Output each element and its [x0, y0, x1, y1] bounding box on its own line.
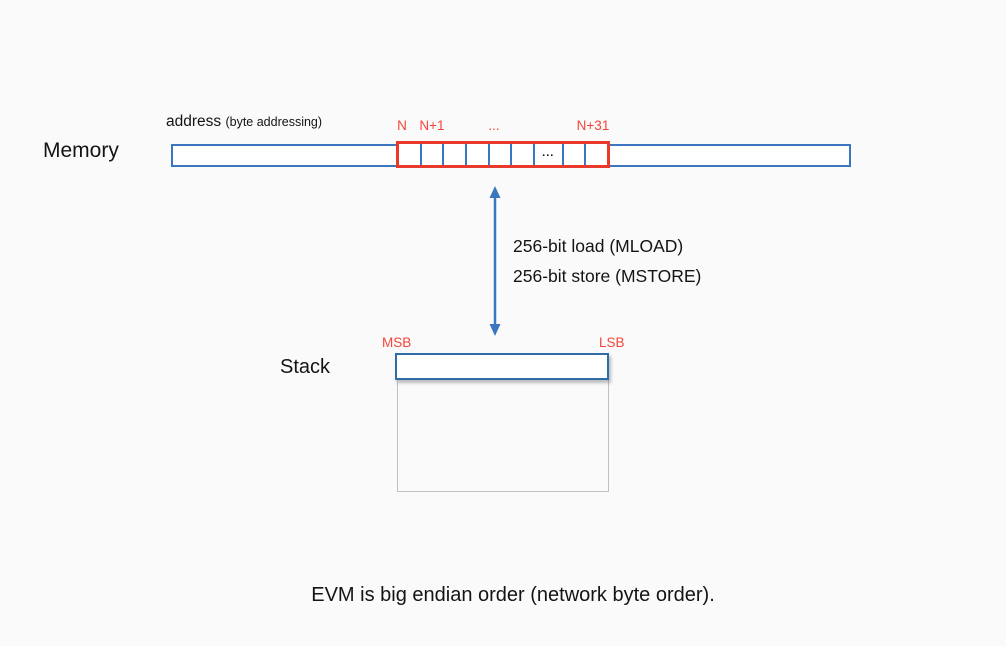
byte-cell — [510, 144, 533, 165]
address-label-note: (byte addressing) — [225, 115, 323, 129]
memory-stack-arrow-icon — [489, 186, 501, 336]
memory-operations-text: 256-bit load (MLOAD) 256-bit store (MSTO… — [513, 231, 701, 291]
stack-label: Stack — [280, 356, 331, 378]
byte-cell — [561, 144, 585, 165]
mload-text: 256-bit load (MLOAD) — [513, 236, 684, 256]
msb-label: MSB — [382, 335, 412, 350]
byte-cell — [442, 144, 465, 165]
mstore-text: 256-bit store (MSTORE) — [513, 266, 702, 286]
byte-cell — [584, 144, 607, 165]
byte-cell — [487, 144, 511, 165]
byte-cell — [419, 144, 443, 165]
lsb-label: LSB — [599, 335, 625, 350]
byte-cell-ellipsis: ... — [532, 144, 562, 165]
byte-offset-ellipsis: ... — [488, 118, 500, 133]
byte-cell — [399, 144, 420, 165]
memory-label: Memory — [43, 139, 119, 162]
address-label-main: address — [166, 113, 222, 130]
caption-text: EVM is big endian order (network byte or… — [311, 584, 715, 606]
byte-offset-label-n1: N+1 — [419, 118, 445, 133]
byte-cell — [464, 144, 488, 165]
byte-offset-label-n: N — [397, 118, 407, 133]
byte-offset-label-n31: N+31 — [576, 118, 610, 133]
stack-top-slot — [395, 353, 609, 380]
address-label: address (byte addressing) — [166, 113, 322, 131]
highlighted-32-byte-window: ... — [396, 141, 610, 168]
